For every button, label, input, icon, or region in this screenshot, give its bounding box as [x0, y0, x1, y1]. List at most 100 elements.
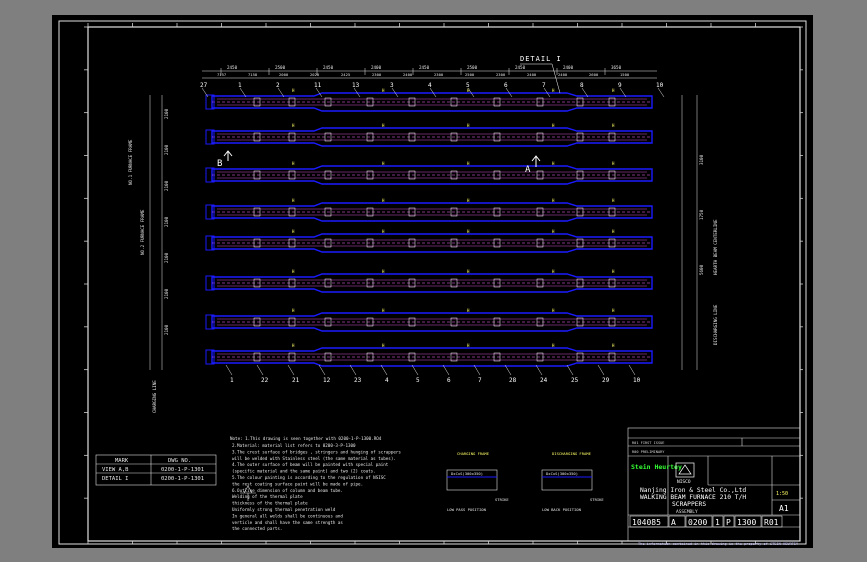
revision-row-2: R00 PRELIMINARY	[632, 450, 665, 454]
beam-support	[608, 170, 616, 180]
beam-end-cap	[205, 314, 215, 330]
beam-support	[366, 278, 374, 288]
logo-sub: NISCO	[677, 479, 691, 485]
beam-support	[366, 317, 374, 327]
hatch-marker: H	[382, 198, 385, 203]
callout-leader	[657, 87, 665, 98]
hatch-marker: H	[552, 161, 555, 166]
beam-support	[493, 207, 501, 217]
bottom-callout: 12	[323, 377, 331, 384]
left-dim: 2100	[164, 288, 169, 299]
top-callout: 4	[428, 82, 432, 89]
left-dim: 2100	[164, 180, 169, 191]
beam-support	[288, 132, 296, 142]
left-vertical-label: CHARGING LINE	[152, 380, 157, 413]
beam-end-cap	[205, 235, 215, 251]
doc-number-cell	[734, 515, 762, 528]
top-callout: 11	[314, 82, 322, 89]
hatch-marker: H	[382, 269, 385, 274]
section-title: DISCHARGING FRAME	[552, 451, 592, 456]
doc-number-cell	[668, 515, 686, 528]
beam-support	[288, 170, 296, 180]
beam-support	[493, 352, 501, 362]
note-line: Uniformly strong thermal penetration wel…	[232, 507, 336, 512]
doc-number-part: 1300	[737, 518, 756, 527]
beam-support	[536, 278, 544, 288]
beam-support	[608, 207, 616, 217]
top-subdim: 2300	[372, 72, 382, 77]
top-subdim: 1500	[620, 72, 630, 77]
doc-number-cell	[712, 515, 724, 528]
top-callout: 9	[618, 82, 622, 89]
ref-row-1-mark: VIEW A,B	[102, 467, 129, 473]
beam-support	[408, 207, 416, 217]
beam-support	[324, 278, 332, 288]
beam-support	[536, 132, 544, 142]
callout-leader	[628, 364, 636, 376]
hatch-marker: H	[467, 161, 470, 166]
callout-leader	[256, 364, 264, 376]
beam-outline	[211, 233, 653, 253]
beam-support	[608, 278, 616, 288]
callout-leader	[619, 87, 627, 98]
beam-support	[536, 352, 544, 362]
beam-support	[536, 170, 544, 180]
note-line: 6.Outline dimension of column and beam t…	[232, 488, 343, 493]
hatch-marker: H	[292, 343, 295, 348]
beam-end-cap	[205, 349, 215, 365]
hatch-marker: H	[612, 308, 615, 313]
bottom-callout: 4	[385, 377, 389, 384]
beam-support	[576, 238, 584, 248]
section-marker-a: A	[525, 165, 531, 175]
hatch-marker: H	[292, 229, 295, 234]
note-line: 4.The outer surface of beam will be pain…	[232, 462, 389, 467]
bottom-callout: 10	[633, 377, 641, 384]
beam-support	[450, 278, 458, 288]
hatch-marker: H	[612, 343, 615, 348]
logo-text: Stein Heurtey	[631, 463, 682, 471]
doc-number-part: R01	[764, 518, 779, 527]
hatch-marker: H	[612, 269, 615, 274]
beam-support	[536, 238, 544, 248]
top-callout: 1	[238, 82, 242, 89]
hatch-marker: H	[467, 123, 470, 128]
ref-row-2-mark: DETAIL I	[102, 476, 129, 482]
hatch-marker: H	[612, 229, 615, 234]
section-title: CHARGING FRAME	[457, 451, 490, 456]
top-subdim: 7157	[217, 72, 226, 77]
note-line: 5.The colour painting is according to th…	[232, 475, 386, 480]
hatch-marker: H	[612, 88, 615, 93]
beam-support	[408, 317, 416, 327]
callout-leader	[566, 364, 574, 376]
beam-support	[608, 97, 616, 107]
beam-support	[288, 238, 296, 248]
hatch-marker: H	[292, 161, 295, 166]
footer-note: The information contained in this drawin…	[638, 542, 799, 546]
ref-header-mark: MARK	[115, 458, 129, 464]
hatch-marker: H	[382, 123, 385, 128]
beam-support	[493, 238, 501, 248]
beam-support	[324, 170, 332, 180]
section-body	[541, 469, 593, 491]
bottom-callout: 29	[602, 377, 610, 384]
doc-number-cell	[761, 515, 783, 528]
frame-ticks	[84, 23, 803, 544]
hatch-marker: H	[612, 161, 615, 166]
beam-support	[253, 207, 261, 217]
beam-support	[253, 132, 261, 142]
top-callout: 27	[200, 82, 208, 89]
hatch-marker: H	[292, 123, 295, 128]
top-dim: 3650	[611, 65, 622, 70]
beam-support	[408, 97, 416, 107]
top-subdim: 7158	[248, 72, 258, 77]
beam-end-cap	[205, 129, 215, 145]
top-dim: 2400	[563, 65, 574, 70]
beam-outline	[211, 165, 653, 185]
callout-leader	[535, 364, 543, 376]
beam-support	[576, 97, 584, 107]
left-vertical-label: NO.2 FURNACE FRAME	[140, 209, 145, 255]
